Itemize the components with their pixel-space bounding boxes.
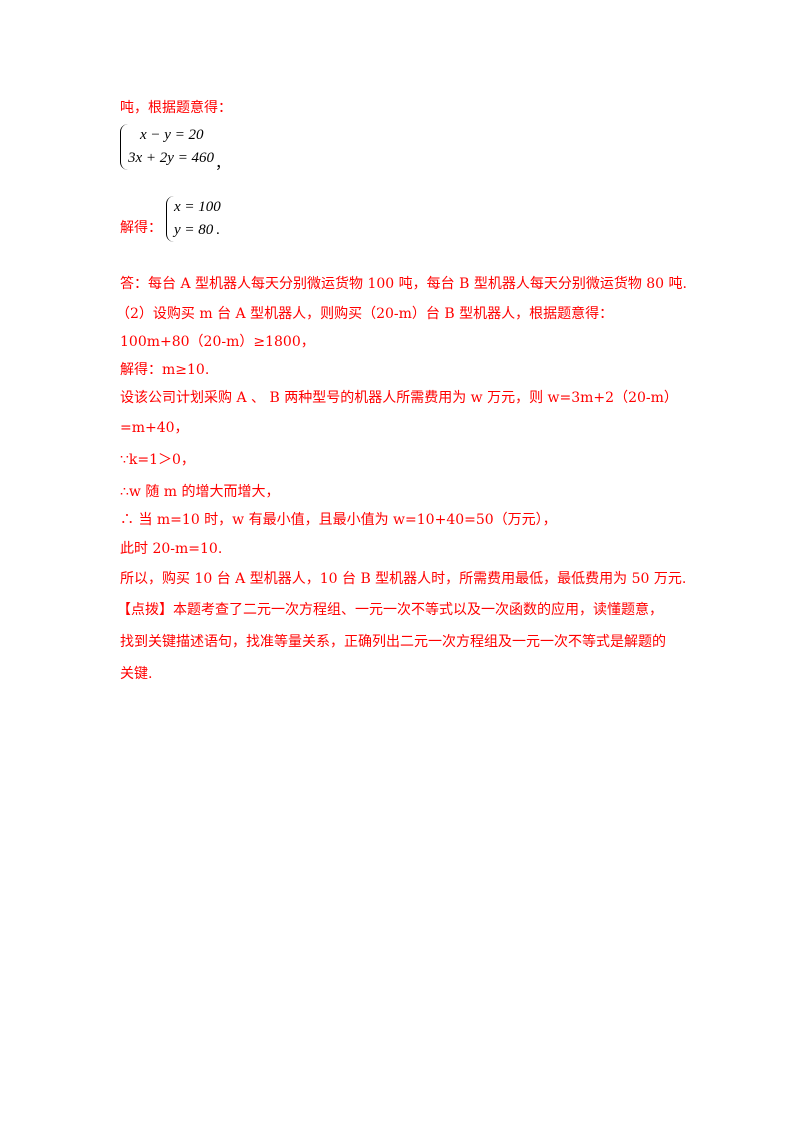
text-increasing: ∴w 随 m 的增大而增大， (120, 484, 280, 500)
left-brace (166, 196, 175, 242)
text-answer: 答：每台 A 型机器人每天分别微运货物 100 吨，每台 B 型机器人每天分别微… (120, 276, 687, 292)
equation-tail: ， (215, 156, 231, 172)
text-minimum: ∴ 当 m=10 时，w 有最小值，且最小值为 w=10+40=50（万元）， (120, 512, 557, 528)
text-cost-continued: =m+40， (120, 420, 189, 436)
equation-tail: . (216, 222, 220, 238)
equation-row-1: x − y = 20 (140, 127, 204, 143)
text-line-intro: 吨，根据题意得： (120, 100, 232, 116)
text-inequality-solution: 解得：m≥10. (120, 362, 210, 378)
equation-row-2: y = 80 (174, 222, 214, 238)
text-cost: 设该公司计划采购 A 、 B 两种型号的机器人所需费用为 w 万元，则 w=3m… (120, 390, 678, 406)
equation-system-1: x − y = 20 3x + 2y = 460 ， (120, 124, 231, 172)
equation-system-2: x = 100 y = 80 . (166, 196, 226, 242)
text-conclusion: 所以，购买 10 台 A 型机器人，10 台 B 型机器人时，所需费用最低，最低… (120, 571, 687, 587)
text-k-positive: ∵k=1＞0， (120, 452, 195, 468)
left-brace (120, 124, 129, 170)
text-inequality: 100m+80（20-m）≥1800， (120, 334, 315, 350)
equation-row-2: 3x + 2y = 460 (128, 150, 215, 166)
text-solve-label: 解得： (120, 220, 162, 236)
equation-row-1: x = 100 (174, 199, 221, 215)
text-comment-1: 【点拨】本题考查了二元一次方程组、一元一次不等式以及一次函数的应用，读懂题意， (117, 602, 663, 618)
text-then: 此时 20-m=10. (120, 541, 223, 557)
text-comment-3: 关键. (120, 666, 153, 682)
text-part2: （2）设购买 m 台 A 型机器人，则购买（20-m）台 B 型机器人，根据题意… (116, 306, 614, 322)
text-comment-2: 找到关键描述语句，找准等量关系，正确列出二元一次方程组及一元一次不等式是解题的 (120, 634, 666, 650)
